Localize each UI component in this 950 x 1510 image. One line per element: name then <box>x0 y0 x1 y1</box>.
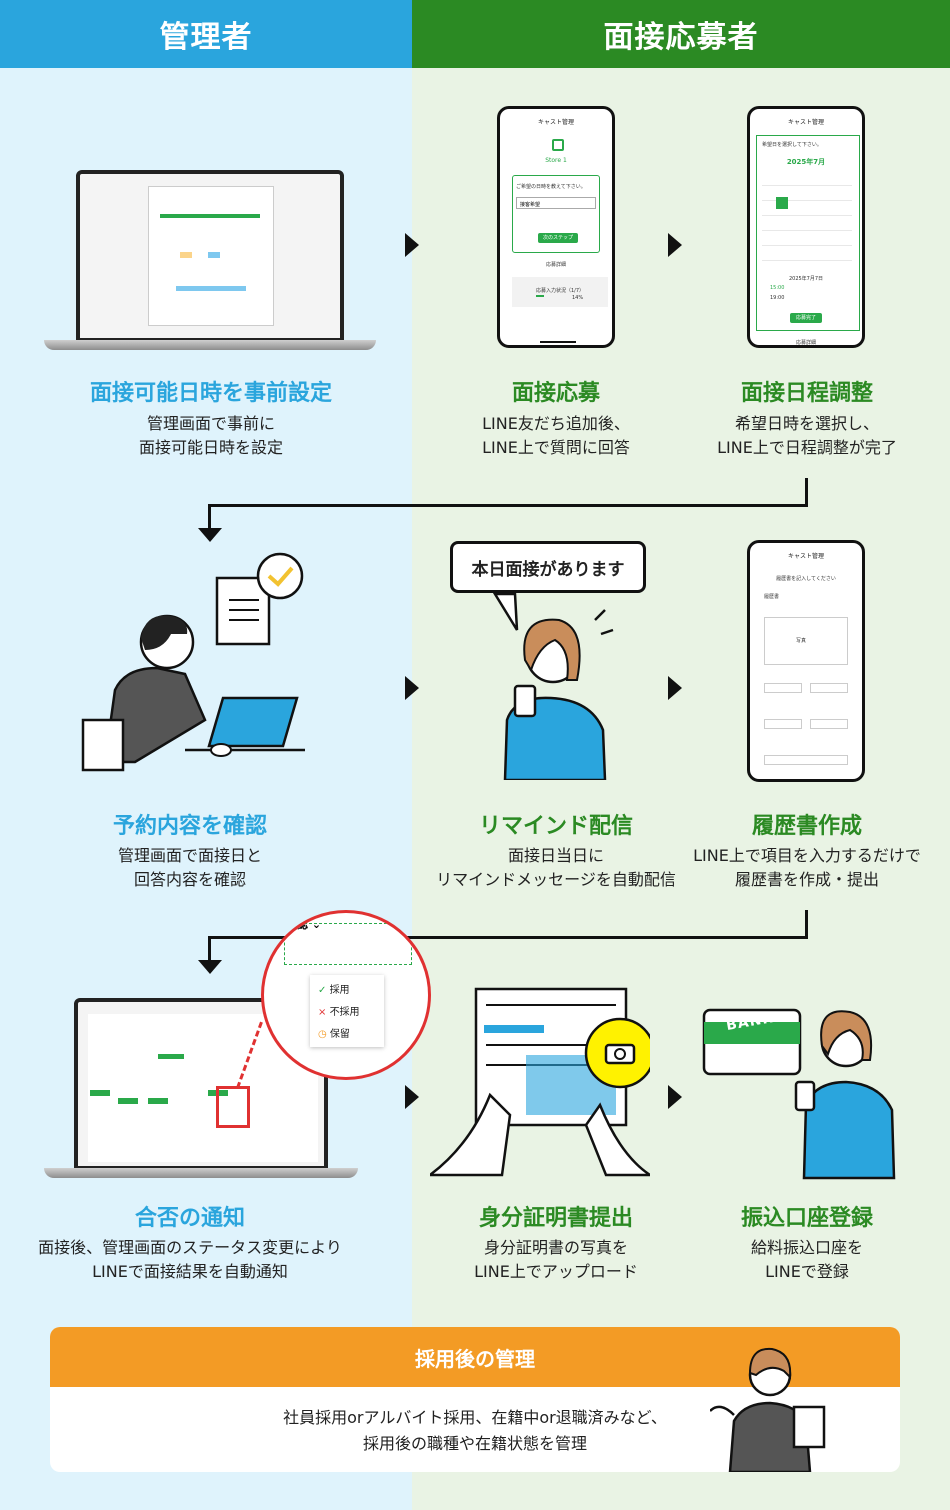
cross-icon: × <box>318 1007 330 1018</box>
store-icon <box>552 139 564 151</box>
step-title: 身分証明書提出 <box>478 1206 634 1231</box>
manager-woman-illustration <box>710 1347 826 1472</box>
phone-resume: キャスト管理 履歴書を記入してください 履歴書 写真 <box>747 540 865 782</box>
id-card-illustration <box>430 987 650 1177</box>
resume-field[interactable] <box>764 683 802 693</box>
step-desc: LINEで面接結果を自動通知 <box>92 1262 288 1281</box>
connector <box>208 936 211 962</box>
step-desc: 回答内容を確認 <box>133 870 247 889</box>
next-step-button[interactable]: 次のステップ <box>538 233 578 243</box>
step-title: 履歴書作成 <box>751 814 863 839</box>
connector <box>208 504 808 507</box>
clock-icon: ◷ <box>318 1029 330 1040</box>
step-desc: 面接後、管理画面のステータス変更により <box>38 1238 342 1257</box>
connector <box>805 478 808 506</box>
step-desc: LINE友だち追加後、 <box>482 414 630 433</box>
reminder-bubble: 本日面接があります <box>450 541 646 593</box>
step-title: 面接応募 <box>511 381 601 406</box>
step-desc: 管理画面で事前に <box>146 414 276 433</box>
arrow-right-1 <box>405 233 419 257</box>
arrow-right-6 <box>668 1085 682 1109</box>
step-desc: 希望日時を選択し、 <box>734 414 880 433</box>
photo-upload[interactable]: 写真 <box>796 638 807 644</box>
resume-field[interactable] <box>810 719 848 729</box>
step-title: リマインド配信 <box>478 814 634 839</box>
step-desc: 面接可能日時を設定 <box>138 438 284 457</box>
step-title: 振込口座登録 <box>740 1206 874 1231</box>
option-hire[interactable]: ✓ 採用 <box>318 985 350 996</box>
step-desc: LINE上で質問に回答 <box>482 438 630 457</box>
step-desc: LINEで登録 <box>765 1262 849 1281</box>
arrow-right-4 <box>668 676 682 700</box>
post-hire-desc: 採用後の職種や在籍状態を管理 <box>362 1434 587 1453</box>
applicant-header: 面接応募者 <box>412 0 950 68</box>
connector <box>208 936 808 939</box>
step-desc: リマインドメッセージを自動配信 <box>436 870 676 889</box>
post-hire-desc: 社員採用orアルバイト採用、在籍中or退職済みなど、 <box>283 1408 667 1427</box>
admin-header: 管理者 <box>0 0 412 68</box>
arrow-right-2 <box>668 233 682 257</box>
resume-field[interactable] <box>764 719 802 729</box>
arrow-down-1 <box>198 528 222 542</box>
option-reject[interactable]: × 不採用 <box>318 1007 360 1018</box>
resume-field[interactable] <box>810 683 848 693</box>
arrow-right-3 <box>405 676 419 700</box>
step-desc: LINE上で項目を入力するだけで <box>693 846 921 865</box>
step-desc: 管理画面で面接日と <box>117 846 263 865</box>
phone-schedule: キャスト管理 希望日を選択して下さい。 2025年7月 2025年7月7日 15… <box>747 106 865 348</box>
step-desc: LINE上でアップロード <box>474 1262 638 1281</box>
arrow-down-2 <box>198 960 222 974</box>
option-hold[interactable]: ◷ 保留 <box>318 1029 350 1040</box>
step-desc: 履歴書を作成・提出 <box>734 870 880 889</box>
step-title: 面接可能日時を事前設定 <box>89 381 333 406</box>
step-desc: LINE上で日程調整が完了 <box>717 438 897 457</box>
bank-illustration <box>702 1008 896 1180</box>
step-title: 面接日程調整 <box>740 381 874 406</box>
chevron-down-icon: ⌄ <box>308 918 322 931</box>
check-icon: ✓ <box>318 985 330 996</box>
calendar-grid[interactable] <box>762 171 852 261</box>
step-desc: 給料振込口座を <box>750 1238 864 1257</box>
phone-apply: キャスト管理 Store 1 ご希望の日時を教えて下さい。 接客希望 次のステッ… <box>497 106 615 348</box>
zoom-detail: 採用確認 ⌄ ✓ 採用 × 不採用 ◷ 保留 <box>261 910 431 1080</box>
answer-select[interactable]: 接客希望 <box>516 197 596 209</box>
post-hire-box: 採用後の管理 社員採用orアルバイト採用、在籍中or退職済みなど、 採用後の職種… <box>50 1327 900 1472</box>
step-desc: 面接日当日に <box>507 846 605 865</box>
reminder-woman-illustration <box>492 592 614 780</box>
step-desc: 身分証明書の写真を <box>483 1238 629 1257</box>
resume-field[interactable] <box>764 755 848 765</box>
connector <box>208 504 211 530</box>
arrow-right-5 <box>405 1085 419 1109</box>
step-title: 予約内容を確認 <box>112 814 268 839</box>
admin-checking-illustration <box>81 552 305 772</box>
connector <box>805 910 808 938</box>
step-title: 合否の通知 <box>134 1206 246 1231</box>
apply-done-button[interactable]: 応募完了 <box>790 313 822 323</box>
